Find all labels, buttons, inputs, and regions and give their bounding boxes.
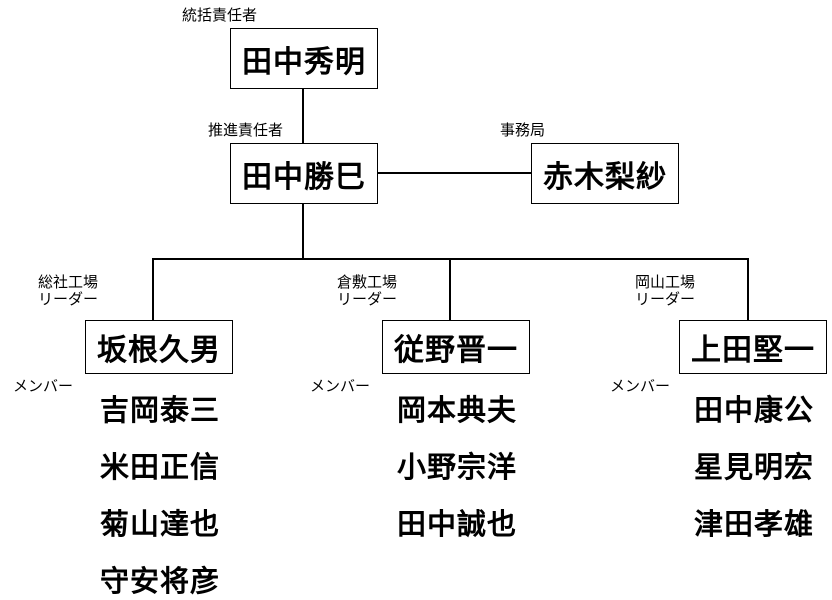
connector-promotion-to-branches (302, 203, 304, 259)
branch-2-leader-role: リーダー (337, 290, 398, 308)
branch-1-factory-name: 総社工場 (38, 273, 99, 291)
branch-2-leader-box: 従野晋一 (382, 320, 530, 374)
branch-3-member: 津田孝雄 (694, 507, 815, 541)
connector-branch-3 (747, 258, 749, 321)
branch-3-leader-role: リーダー (635, 290, 696, 308)
branch-2-members-label: メンバー (310, 377, 371, 395)
top-role-label: 統括責任者 (182, 6, 258, 24)
branch-1-member: 守安将彦 (100, 564, 221, 598)
branch-3-members-label: メンバー (610, 377, 671, 395)
branch-3-factory-label: 岡山工場 リーダー (635, 274, 695, 308)
branch-1-leader-role: リーダー (38, 290, 99, 308)
branch-1-member: 吉岡泰三 (100, 393, 221, 427)
branch-2-factory-label: 倉敷工場 リーダー (337, 274, 397, 308)
connector-top-to-promotion (302, 89, 304, 143)
branch-3-leader-box: 上田堅一 (679, 320, 827, 374)
promotion-role-label: 推進責任者 (208, 121, 284, 139)
branch-2-member: 田中誠也 (397, 507, 518, 541)
branch-1-member: 菊山達也 (100, 507, 221, 541)
promotion-manager-box: 田中勝巳 (230, 143, 378, 204)
branch-3-member: 田中康公 (694, 393, 815, 427)
branch-1-members-label: メンバー (13, 377, 74, 395)
top-manager-box: 田中秀明 (230, 28, 378, 89)
connector-branch-2 (449, 258, 451, 321)
office-box: 赤木梨紗 (531, 143, 679, 204)
branch-3-member: 星見明宏 (694, 450, 815, 484)
connector-branch-1 (152, 258, 154, 321)
branch-2-member: 岡本典夫 (397, 393, 518, 427)
branch-2-factory-name: 倉敷工場 (337, 273, 398, 291)
office-role-label: 事務局 (500, 121, 546, 139)
branch-1-member: 米田正信 (100, 450, 221, 484)
branch-1-factory-label: 総社工場 リーダー (38, 274, 98, 308)
branch-3-factory-name: 岡山工場 (635, 273, 696, 291)
branch-1-leader-box: 坂根久男 (85, 320, 233, 374)
connector-promotion-to-office (378, 172, 531, 174)
branch-2-member: 小野宗洋 (397, 450, 518, 484)
